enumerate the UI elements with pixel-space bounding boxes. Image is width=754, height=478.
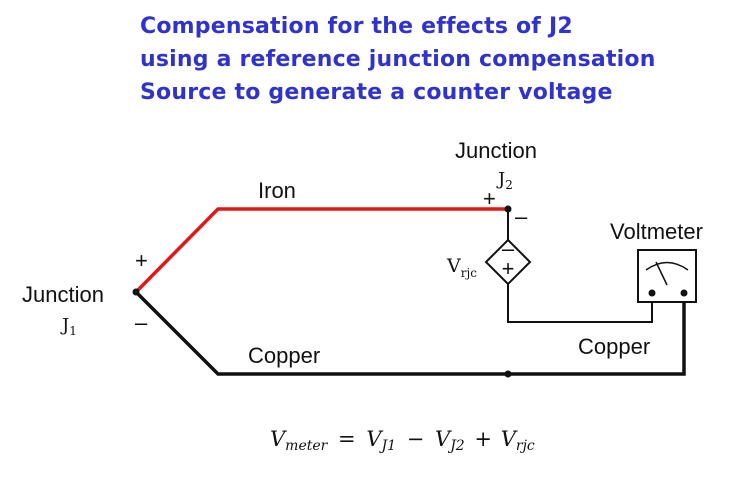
copper-label-bottom: Copper [248, 343, 320, 368]
eq-lhs-sub: meter [285, 438, 328, 454]
junction-left-label: Junction [22, 282, 104, 307]
j2-letter: J [496, 169, 505, 190]
junction-top-label: Junction [455, 138, 537, 163]
vrjc-subscript: rjc [461, 266, 477, 280]
eq-term3: V [501, 427, 518, 451]
junction-top-id: J2 [496, 169, 513, 192]
eq-equals: = [338, 427, 356, 451]
voltmeter-terminal-left [648, 289, 656, 297]
iron-wire [134, 207, 508, 294]
eq-lhs: V [270, 427, 287, 451]
j1-index: 1 [69, 324, 77, 338]
voltmeter-terminal-right [680, 289, 688, 297]
eq-term1-sub: J1 [379, 438, 397, 454]
j1-plus-sign: + [135, 248, 148, 273]
copper-wire-bottom [134, 290, 686, 376]
voltmeter-needle [655, 261, 668, 286]
eq-term1: V [366, 427, 383, 451]
voltmeter-body [637, 249, 697, 303]
reference-compensation-source [484, 238, 532, 286]
source-plus-sign: + [502, 256, 515, 281]
j2-minus-sign: – [515, 204, 528, 229]
source-minus-sign: – [502, 236, 515, 261]
junction-j1-dot [132, 288, 140, 296]
vrjc-letter: V [446, 255, 461, 277]
title-line-3: Source to generate a counter voltage [140, 80, 613, 105]
voltmeter [637, 249, 697, 303]
eq-plus: + [474, 427, 492, 451]
j2-plus-sign: + [483, 186, 496, 211]
eq-term2-sub: J2 [447, 438, 465, 454]
meter-equation: Vmeter = VJ1 − VJ2 + Vrjc [270, 427, 535, 455]
j1-minus-sign: – [135, 310, 148, 335]
j1-letter: J [60, 315, 69, 336]
junction-left-id: J1 [60, 315, 77, 338]
eq-minus: − [407, 427, 425, 451]
voltmeter-label: Voltmeter [610, 219, 703, 244]
slide-title: Compensation for the effects of J2 using… [140, 10, 656, 109]
bottom-wire-dot [504, 370, 512, 378]
vrjc-label: Vrjc [446, 255, 477, 280]
title-line-2: using a reference junction compensation [140, 47, 656, 72]
title-line-1: Compensation for the effects of J2 [140, 14, 573, 39]
junction-j2-dot [504, 205, 512, 213]
voltmeter-scale-arc [645, 261, 689, 271]
wire-source-to-voltmeter [507, 284, 653, 323]
eq-term3-sub: rjc [516, 438, 535, 454]
copper-label-right: Copper [578, 334, 650, 359]
eq-term2: V [435, 427, 452, 451]
iron-label: Iron [258, 178, 296, 203]
j2-index: 2 [505, 178, 513, 192]
